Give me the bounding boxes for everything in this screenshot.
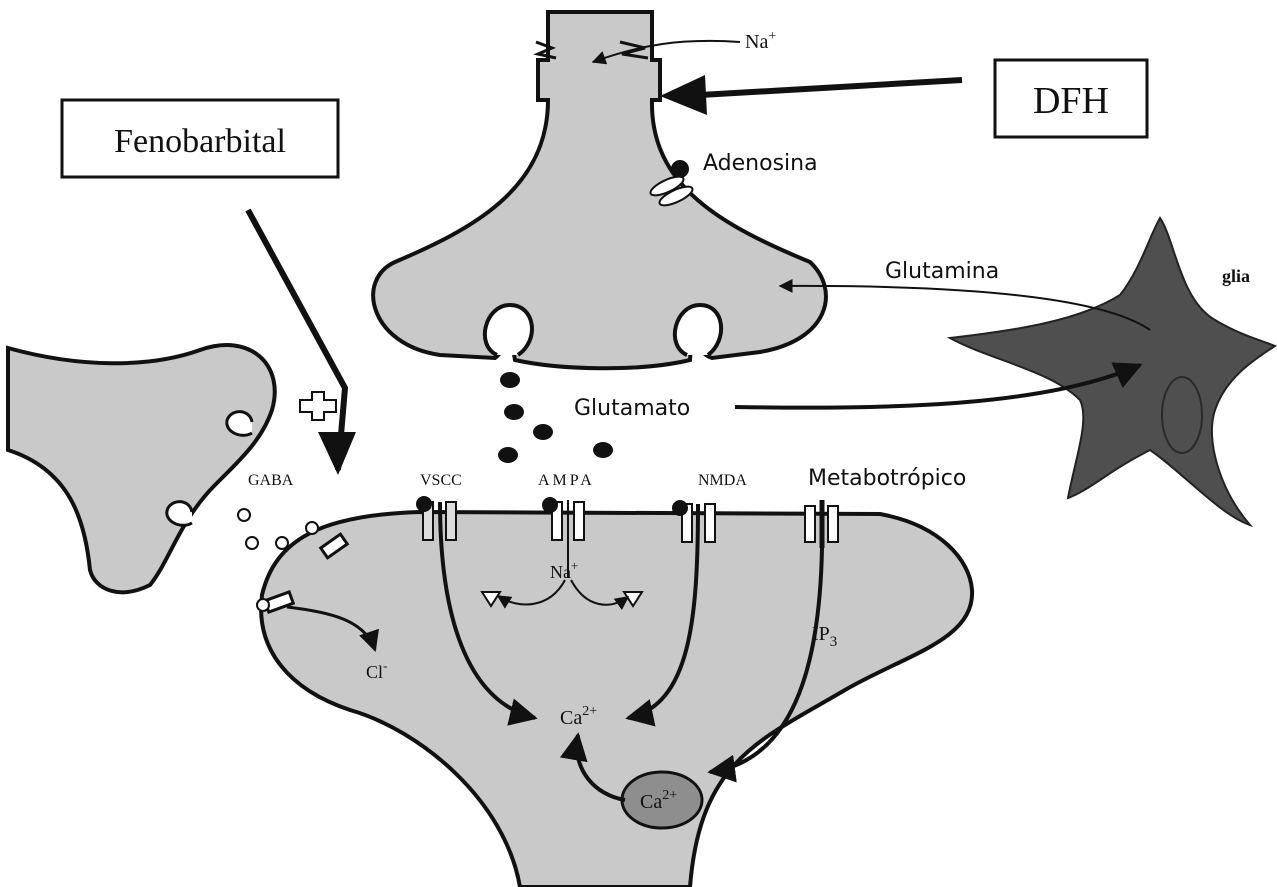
gaba-label: GABA [248,472,294,489]
postsynaptic-neuron [261,512,972,887]
metabotropico-label: Metabotrópico [808,466,966,491]
na-top-label: Na+ [745,29,776,53]
gaba-receptor-site-icon [300,392,336,420]
gaba-vesicle-lower [167,502,192,526]
dfh-arrow [700,80,962,95]
adenosine-ligand [671,160,689,178]
dfh-label: DFH [1033,80,1109,122]
glutamato-label: Glutamato [574,396,690,421]
vscc-label: VSCC [420,472,462,489]
glia-label: glia [1222,266,1250,286]
ampa-label: AMPA [538,472,595,489]
vesicle-left [485,305,532,355]
vesicle-right [675,305,721,355]
gaba-terminal [8,345,275,592]
dfh-arrowhead [660,75,707,115]
glutamina-label: Glutamina [885,259,999,284]
adenosina-label: Adenosina [703,151,818,176]
metabotropic-receptor [805,500,838,548]
nmda-label: NMDA [698,472,747,489]
fenobarbital-arrowhead [318,432,356,475]
gaba-vesicle-upper [227,412,252,436]
presynaptic-terminal [373,12,826,368]
fenobarbital-label: Fenobarbital [114,123,286,160]
